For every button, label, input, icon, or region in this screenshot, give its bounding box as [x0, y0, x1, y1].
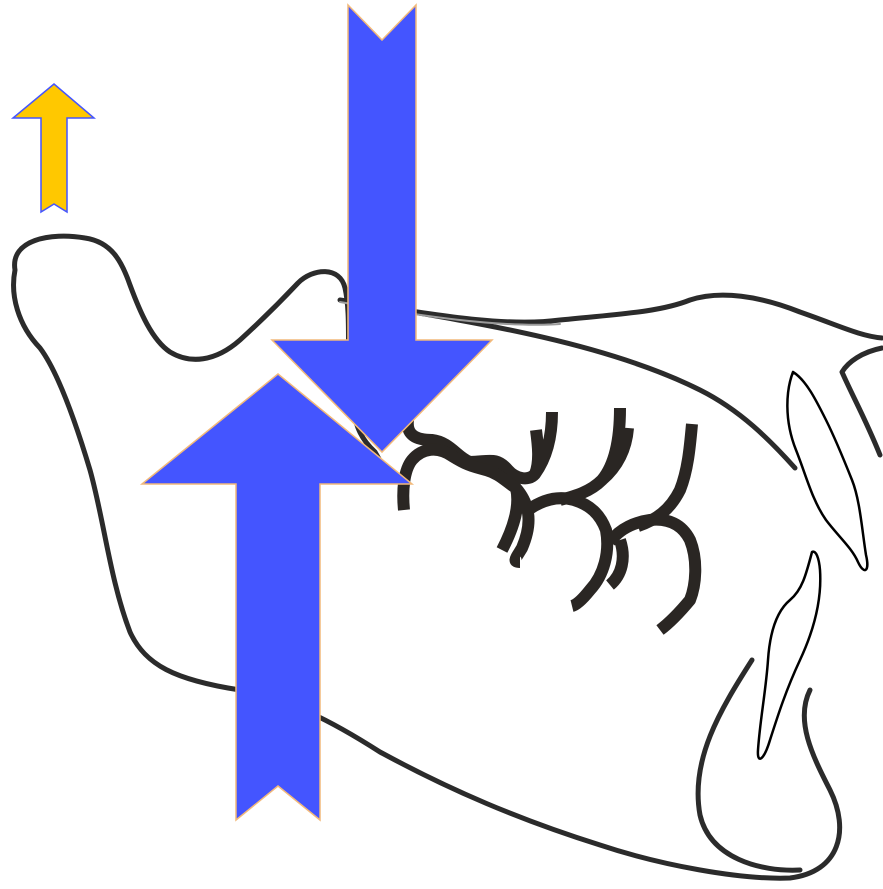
skull-openings — [758, 372, 867, 759]
small-up-arrow-icon — [13, 84, 94, 212]
teeth-group — [403, 370, 695, 630]
force-arrows — [13, 5, 492, 820]
molar-root-right — [638, 424, 692, 526]
mandible-outline-path — [14, 236, 840, 878]
lower-teeth-row — [403, 450, 695, 630]
mandible-outline — [14, 236, 882, 878]
down-force-arrow-icon — [272, 5, 492, 452]
nasal-opening — [758, 552, 820, 759]
